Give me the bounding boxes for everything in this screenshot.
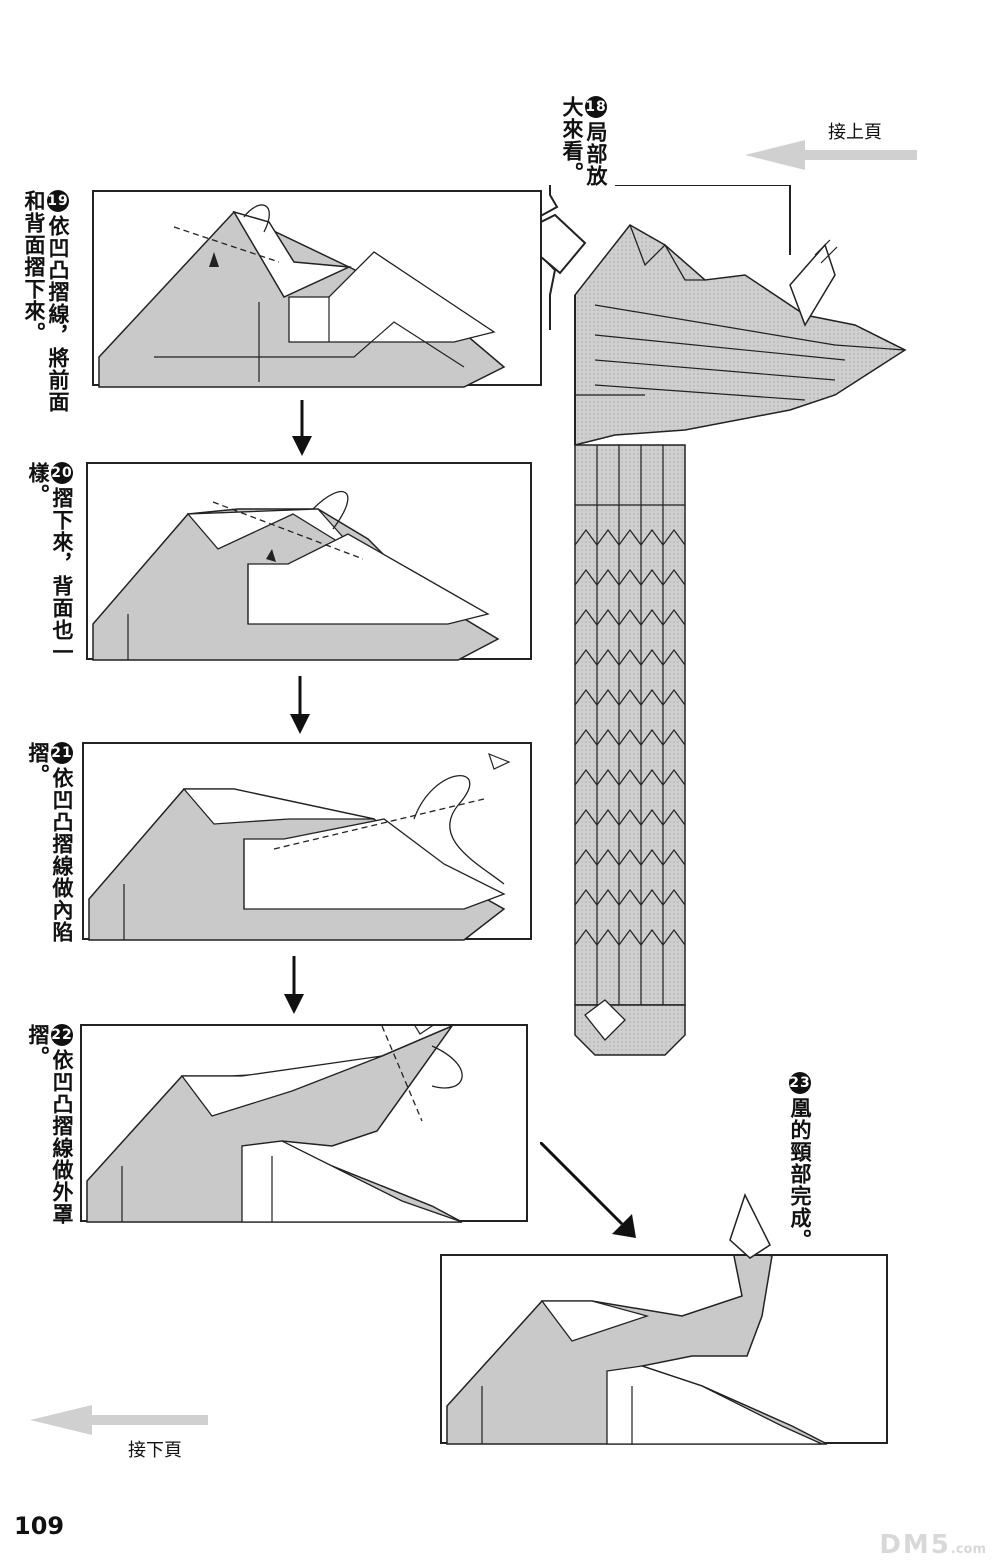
page-number: 109 xyxy=(14,1512,65,1540)
step-21-text: 依凹凸摺線做內陷摺。 xyxy=(26,742,74,943)
step-20-instruction: 20摺下來，背面也一樣。 xyxy=(26,462,74,702)
step-18-text: 局部放大來看。 xyxy=(560,96,608,187)
step-23-diagram-frame xyxy=(440,1254,888,1445)
diagonal-arrow-icon xyxy=(540,1142,636,1238)
step-23-text: 凰的頸部完成。 xyxy=(788,1097,812,1251)
step-23-figure xyxy=(446,1256,828,1445)
continue-to-next-label: 接下頁 xyxy=(128,1440,182,1461)
step-22-text: 依凹凸摺線做外罩摺。 xyxy=(26,1024,74,1225)
step-21-instruction: 21依凹凸摺線做內陷摺。 xyxy=(26,742,74,982)
step-20-number: 20 xyxy=(51,462,73,484)
left-arrow-icon xyxy=(745,140,917,170)
step-19-diagram-frame xyxy=(92,190,542,388)
down-arrow-icon xyxy=(284,956,304,1014)
step-19-figure xyxy=(98,204,506,388)
step-22-diagram-frame xyxy=(80,1024,528,1223)
step-21-number: 21 xyxy=(51,742,73,764)
step-23-neck-tip xyxy=(729,1193,771,1259)
step-20-figure xyxy=(92,491,500,661)
step-23-instruction: 23 凰的頸部完成。 xyxy=(782,1072,812,1252)
step-19-instruction: 19依凹凸摺線，將前面和背面摺下來。 xyxy=(14,190,70,420)
step-21-diagram-frame xyxy=(82,742,532,941)
step-18-magnified-figure xyxy=(513,185,907,1056)
step-20-diagram-frame xyxy=(86,462,532,661)
step-21-figure xyxy=(88,752,511,941)
step-19-number: 19 xyxy=(47,190,69,212)
watermark-logo: DM5.com xyxy=(879,1530,986,1560)
watermark-suffix: .com xyxy=(950,1542,986,1557)
down-arrow-icon xyxy=(290,676,310,734)
step-18-instruction: 18局部放大來看。 xyxy=(556,96,608,206)
step-18-number: 18 xyxy=(585,96,607,118)
down-arrow-icon xyxy=(292,400,312,456)
continue-from-prev-label: 接上頁 xyxy=(828,122,882,143)
step-22-number: 22 xyxy=(51,1024,73,1046)
step-22-figure xyxy=(86,1026,463,1223)
left-arrow-icon xyxy=(30,1405,208,1435)
step-20-text: 摺下來，背面也一樣。 xyxy=(26,462,74,663)
step-22-instruction: 22依凹凸摺線做外罩摺。 xyxy=(26,1024,74,1264)
step-23-number: 23 xyxy=(789,1072,811,1094)
step-19-text: 依凹凸摺線，將前面和背面摺下來。 xyxy=(22,190,70,413)
watermark-main: DM5 xyxy=(879,1530,951,1560)
